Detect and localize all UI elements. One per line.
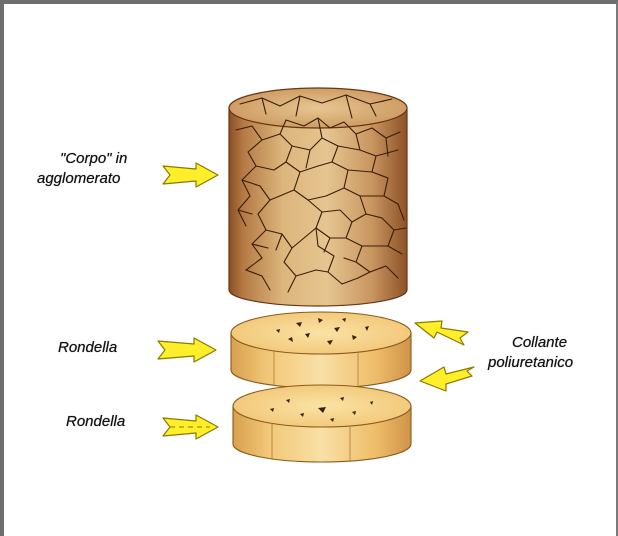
cork-body-cylinder [229,88,407,306]
top-disc [231,312,411,388]
arrow-left-icon [420,367,474,391]
collante-label-line2: poliuretanico [488,354,573,372]
collante-label-line1: Collante [512,334,567,352]
arrow-left-icon [415,321,468,345]
rondella-label-top: Rondella [58,339,117,357]
corpo-label-line1: "Corpo" in [60,150,127,168]
bottom-disc [233,385,411,462]
corpo-label-line2: agglomerato [37,170,120,188]
arrow-right-icon [163,415,218,439]
rondella-label-bottom: Rondella [66,413,125,431]
arrow-right-icon [158,338,216,362]
arrow-right-icon [163,163,218,187]
